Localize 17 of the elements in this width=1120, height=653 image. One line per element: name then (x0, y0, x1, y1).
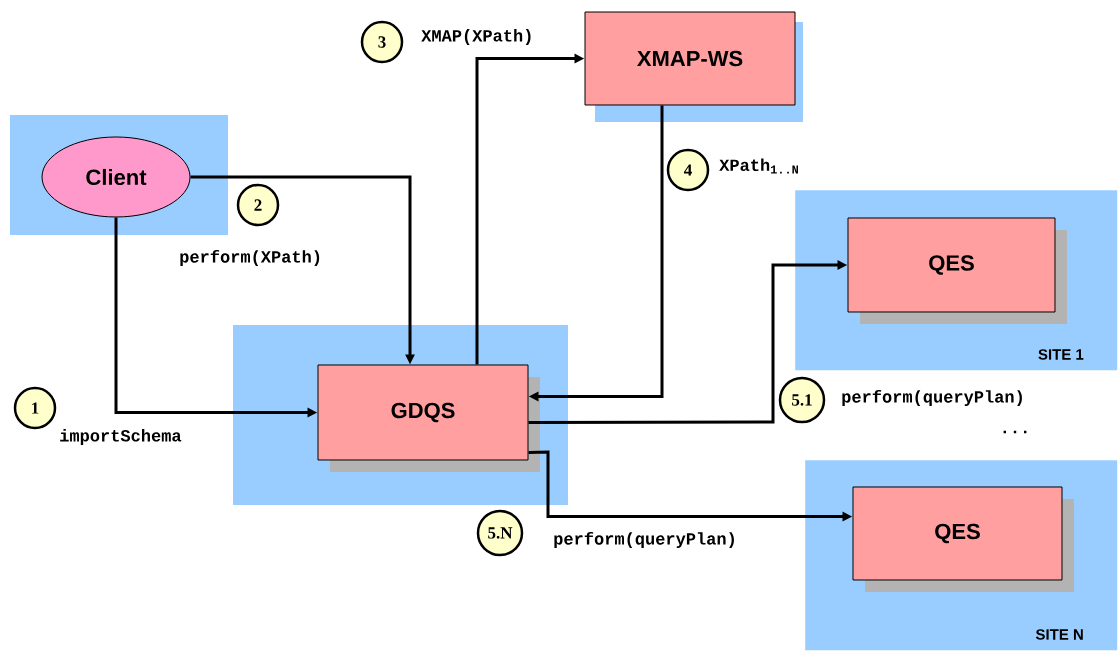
service-box: QES (847, 217, 1067, 324)
callout-number: 5.1 (778, 376, 826, 424)
service-box: GDQS (317, 364, 540, 472)
callout-number: 2 (236, 183, 280, 227)
callout-number: 5.N (476, 509, 524, 557)
callout-number: 1 (13, 386, 57, 430)
callout-number: 4 (666, 148, 710, 192)
ellipsis-text: ... (1003, 430, 1027, 434)
edge-label: perform(queryPlan) (554, 531, 734, 549)
service-box: QES (852, 486, 1074, 592)
edge-label: perform(XPath) (180, 249, 320, 267)
edge-label: importSchema (60, 429, 182, 445)
edge-label: XMAP(XPath) (421, 29, 531, 45)
service-box: XMAP-WS (584, 11, 796, 106)
callout-number: 3 (360, 20, 404, 64)
edge-label: perform(queryPlan) (842, 389, 1022, 407)
edge-label: XPath$_{1..N}$ (719, 158, 798, 174)
